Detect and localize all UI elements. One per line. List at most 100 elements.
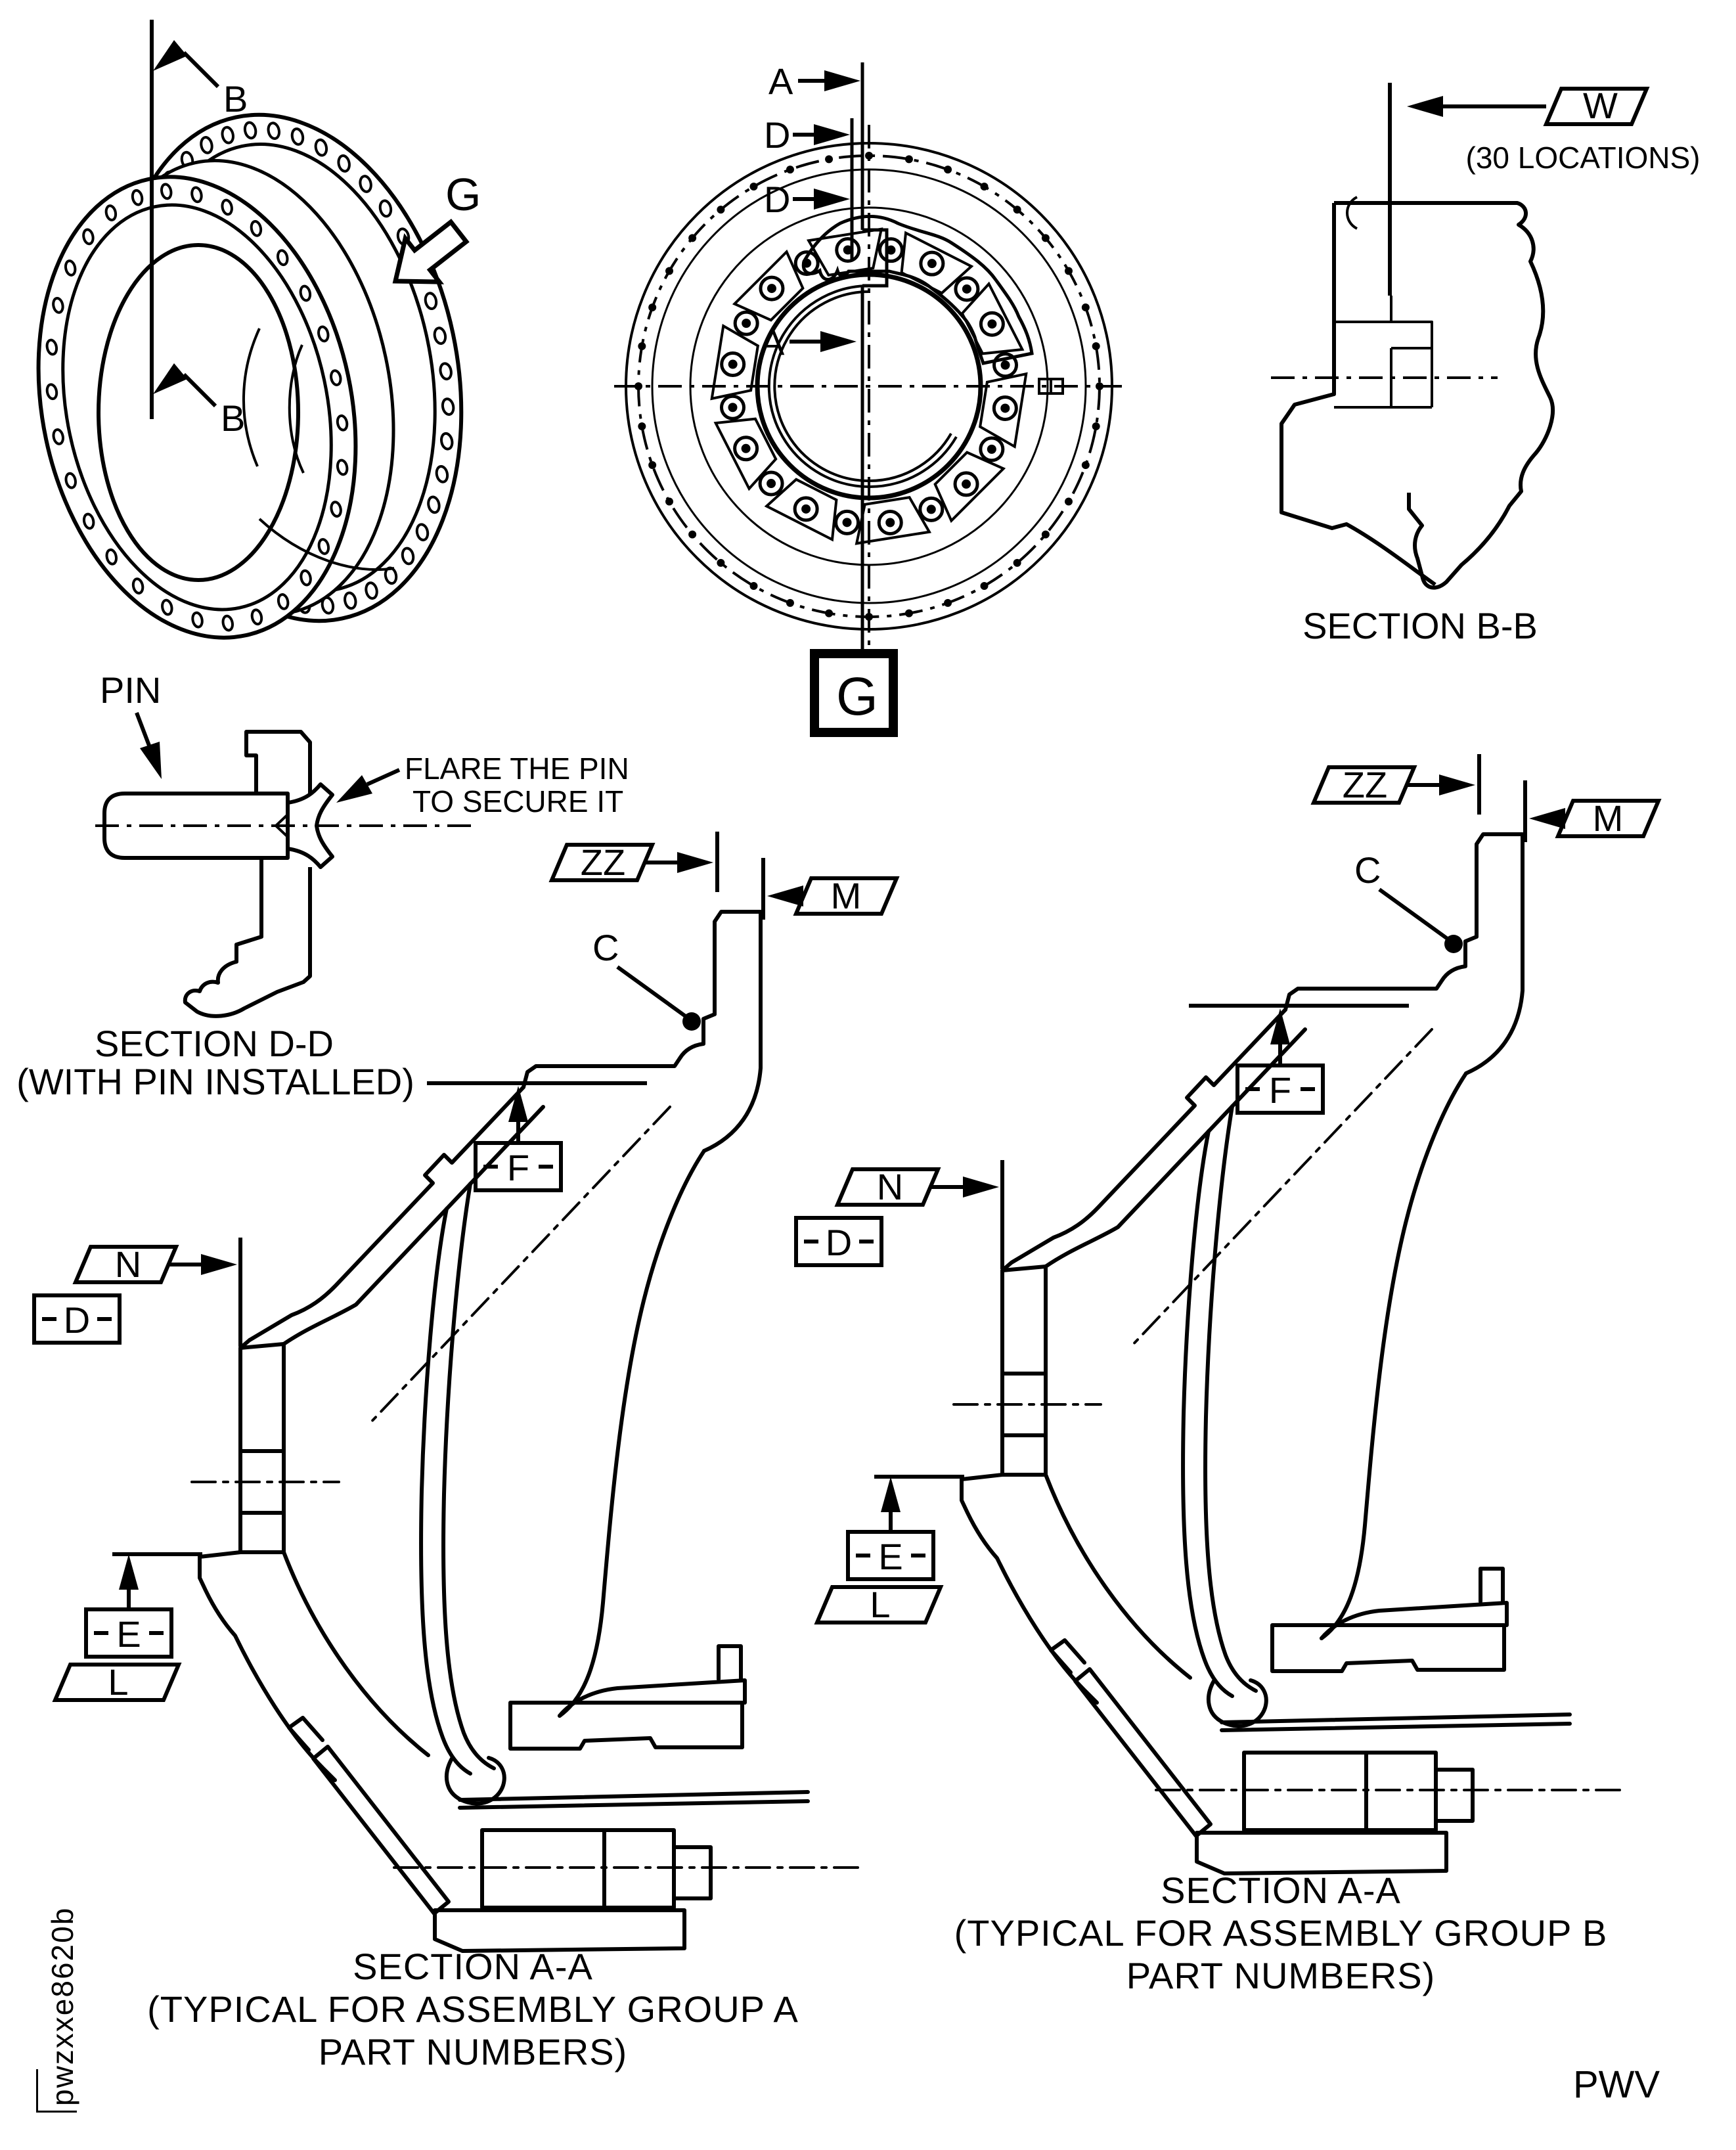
- retainer-plates: [710, 227, 1028, 545]
- m-arrow: [767, 885, 803, 907]
- cut-label-d-lower: D: [764, 179, 790, 220]
- seal-land-arc: [767, 284, 958, 488]
- zz-arrow: [677, 852, 713, 873]
- m-arrow: [1529, 808, 1565, 829]
- zz-arrow: [1439, 774, 1475, 795]
- flare-note-line2: TO SECURE IT: [412, 784, 623, 818]
- sheet-code: PWV: [1573, 2063, 1660, 2106]
- drawing-code-bracket-h: [36, 2111, 77, 2113]
- section-bb-caption: SECTION B-B: [1302, 605, 1538, 646]
- keyway-symbol: [1038, 378, 1064, 395]
- bolt-dots: [634, 152, 1103, 621]
- top-retainer-outline: [801, 215, 1034, 365]
- view-ref-label-g: G: [836, 667, 878, 727]
- w-arrow: [1407, 96, 1443, 117]
- flag-m-label: M: [1593, 797, 1624, 839]
- section-aa-group-a: ZZ M C F N D: [32, 832, 900, 1958]
- section-dd-caption-1: SECTION D-D: [95, 1023, 334, 1064]
- datum-e-label: E: [878, 1536, 902, 1577]
- view-ref-box-g: [810, 649, 898, 737]
- flag-m: [793, 876, 900, 916]
- cut-label-a-top: A: [768, 60, 793, 102]
- datum-d: D: [32, 1293, 122, 1345]
- datum-d: D: [794, 1216, 883, 1267]
- iso-ring-view: B B G: [36, 20, 481, 640]
- view-label-g: G: [445, 169, 481, 220]
- section-bb-view: W (30 LOCATIONS) SECTION B-B: [1271, 83, 1701, 646]
- cut-label-b-top: B: [223, 78, 248, 120]
- n-arrow: [201, 1254, 237, 1275]
- section-aa-group-b: ZZ M C F N D: [794, 754, 1662, 1880]
- cut-line-b: [150, 20, 220, 419]
- bore-inner-arc: [242, 328, 261, 467]
- section-dd-caption-2: (WITH PIN INSTALLED): [16, 1061, 414, 1102]
- flag-zz: [1310, 765, 1417, 805]
- flag-l-label: L: [108, 1661, 128, 1703]
- flare-arrow: [336, 775, 372, 803]
- flag-n-label: N: [115, 1243, 141, 1285]
- flag-n-label: N: [877, 1166, 903, 1207]
- section-arrow-d-lower: [814, 189, 850, 210]
- flag-l-label: L: [870, 1584, 890, 1625]
- caption-line: SECTION A-A: [1161, 1870, 1401, 1911]
- datum-f-label: F: [1269, 1069, 1291, 1111]
- caption-line: (TYPICAL FOR ASSEMBLY GROUP B: [954, 1912, 1608, 1954]
- datum-f: F: [427, 1081, 647, 1192]
- pin-arrow: [140, 742, 162, 779]
- datum-d-label: D: [826, 1222, 852, 1263]
- flag-m: [1555, 799, 1662, 838]
- flag-l: [814, 1585, 944, 1624]
- ref-c-label: C: [592, 927, 619, 968]
- drawing-code: pwzxxe8620b: [45, 1906, 79, 2106]
- dd-flange-lower: [183, 858, 312, 1018]
- flare-note-line1: FLARE THE PIN: [405, 751, 629, 786]
- section-bb-left-column: [1280, 203, 1436, 587]
- datum-f: F: [1189, 1004, 1409, 1115]
- cut-label-d-upper: D: [764, 114, 790, 156]
- caption-line: PART NUMBERS): [1126, 1954, 1436, 1996]
- section-arrow-a-top: [824, 70, 860, 91]
- drawing-code-bracket-v: [36, 2069, 38, 2113]
- view-direction-arrow-g: [392, 219, 470, 284]
- section-bb-inner-steps: [1334, 196, 1433, 409]
- bore-inner-arc: [258, 518, 395, 571]
- flag-n: [72, 1245, 179, 1284]
- section-arrow-b-bottom: [153, 363, 187, 394]
- caption-line: (TYPICAL FOR ASSEMBLY GROUP A: [147, 1988, 799, 2030]
- flag-n: [834, 1167, 941, 1207]
- flag-l: [52, 1663, 182, 1702]
- n-arrow: [963, 1176, 999, 1198]
- datum-e: E: [84, 1552, 202, 1659]
- locations-note: (30 LOCATIONS): [1466, 141, 1701, 175]
- datum-d-label: D: [64, 1299, 90, 1341]
- bore-edge: [97, 243, 300, 582]
- ref-c-label: C: [1354, 849, 1381, 891]
- flag-zz-label: ZZ: [581, 841, 625, 883]
- seal-land-arc: [773, 290, 952, 482]
- flag-zz-label: ZZ: [1343, 764, 1387, 805]
- datum-f-label: F: [507, 1147, 529, 1188]
- dd-upper-block: [244, 730, 312, 794]
- flag-m-label: M: [831, 875, 862, 916]
- flag-zz: [548, 843, 656, 882]
- section-arrow-d-upper: [814, 124, 850, 145]
- datum-e-label: E: [116, 1613, 141, 1655]
- ref-c-dot: [1444, 935, 1463, 953]
- cut-label-b-bottom: B: [221, 397, 245, 439]
- cut-label-a-mid: A: [760, 321, 785, 363]
- bore-inner-arc: [288, 344, 305, 474]
- front-assembly-view: A D D A G: [614, 60, 1130, 737]
- section-arrow-b-top: [153, 40, 187, 71]
- section-bb-outline: [1334, 201, 1555, 590]
- pin-label: PIN: [100, 669, 161, 711]
- datum-e: E: [846, 1475, 964, 1581]
- flag-w: [1543, 87, 1650, 126]
- cut-plane-lines: [850, 62, 889, 650]
- caption-line: PART NUMBERS): [318, 2030, 628, 2072]
- flag-w-label: W: [1583, 85, 1618, 126]
- section-arrow-a-mid: [820, 331, 857, 352]
- section-aa-group-a-caption: SECTION A-A (TYPICAL FOR ASSEMBLY GROUP …: [112, 1946, 834, 2074]
- dd-pin: [102, 792, 290, 860]
- section-aa-group-b-caption: SECTION A-A (TYPICAL FOR ASSEMBLY GROUP …: [916, 1870, 1645, 1998]
